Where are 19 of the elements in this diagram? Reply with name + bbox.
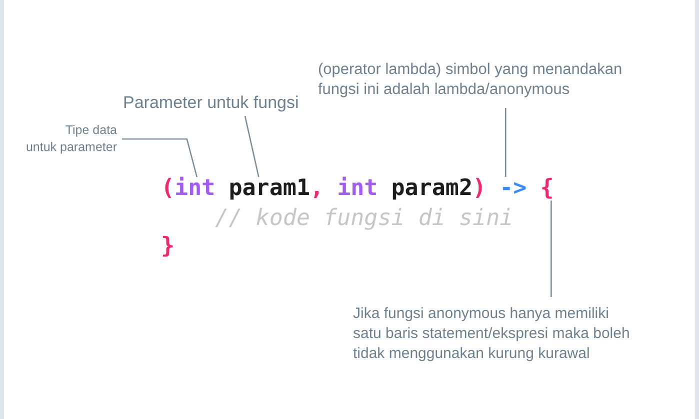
code-comment: // kode fungsi di sini xyxy=(215,207,514,230)
leader-line xyxy=(122,138,198,178)
annotation-text: Jika fungsi anonymous hanya memiliki satu baris statement/ekspresi maka boleh tidak menggunakan kurung kurawal xyxy=(353,304,635,364)
leader-line xyxy=(244,116,260,178)
code-identifier: param2 xyxy=(391,177,473,200)
annotation-text: (operator lambda) simbol yang menandakan fungsi ini adalah lambda/anonymous xyxy=(318,60,633,100)
code-brace: } xyxy=(161,235,175,258)
code-keyword: int xyxy=(174,177,216,200)
code-keyword: int xyxy=(337,177,378,200)
code-identifier: param1 xyxy=(228,177,310,200)
leader-line xyxy=(550,200,552,297)
code-parenthesis: ) xyxy=(472,177,486,200)
code-operator: -> xyxy=(500,177,527,200)
annotation-text: Parameter untuk fungsi xyxy=(123,92,307,114)
leader-line xyxy=(504,108,506,177)
code-comma: , xyxy=(310,177,324,200)
code-parenthesis: ( xyxy=(161,177,175,200)
annotation-text: Tipe data untuk parameter xyxy=(21,122,117,156)
code-brace: { xyxy=(540,177,554,200)
